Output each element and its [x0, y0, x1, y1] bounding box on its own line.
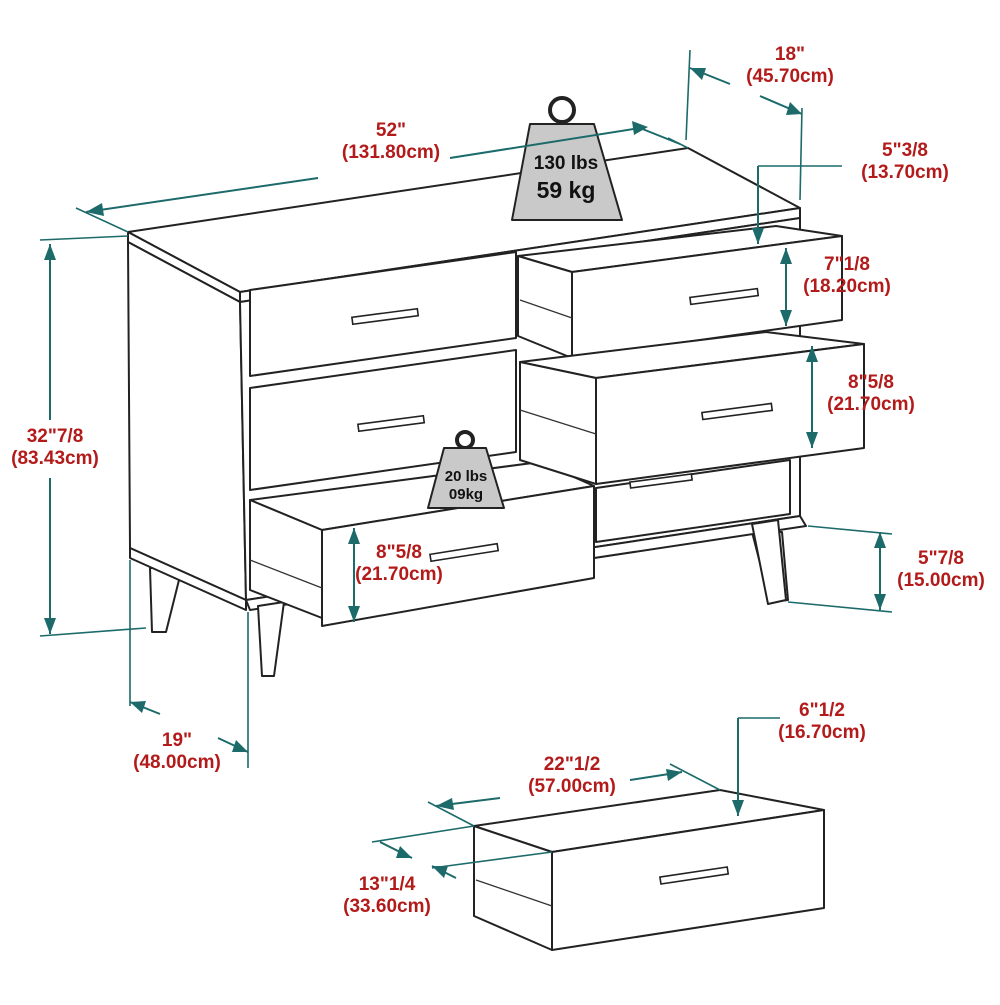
mid-drawer-height-label: 8"5/8 (21.70cm) [827, 372, 915, 415]
top-capacity-label: 130 lbs 59 kg [533, 153, 599, 203]
dresser [127, 147, 865, 677]
width-label: 52" (131.80cm) [341, 120, 441, 163]
dimension-lines [39, 49, 893, 879]
handle-left-top [350, 307, 420, 326]
drawer-right-bottom [595, 459, 791, 543]
dresser-side-panel [127, 241, 247, 601]
inner-depth-label: 5"3/8 (13.70cm) [861, 140, 949, 183]
front-right-leg [751, 519, 787, 605]
leg-spread-label: 19" (48.00cm) [133, 730, 221, 773]
front-left-leg [257, 601, 285, 677]
bottom-drawer-height-label: 8"5/8 (21.70cm) [355, 542, 443, 585]
height-label: 32"7/8 (83.43cm) [11, 426, 99, 469]
standalone-drawer-handle [659, 866, 730, 885]
weight-icon-20 [427, 430, 505, 509]
top-drawer-height-label: 7"1/8 (18.20cm) [803, 254, 891, 297]
handle-right-middle [701, 402, 774, 421]
handle-left-bottom [429, 542, 500, 563]
drawer-height-label: 6"1/2 (16.70cm) [778, 700, 866, 743]
drawer-capacity-label: 20 lbs 09kg [444, 468, 488, 503]
drawer-depth-label: 13"1/4 (33.60cm) [343, 874, 431, 917]
handle-right-top [689, 287, 760, 306]
weight-icon-130 [511, 96, 623, 221]
drawer-width-label: 22"1/2 (57.00cm) [528, 754, 616, 797]
handle-left-middle [356, 414, 426, 433]
handle-right-bottom [628, 473, 694, 489]
depth-label: 18" (45.70cm) [746, 44, 834, 87]
standalone-drawer [473, 789, 825, 951]
dresser-base-side [129, 547, 247, 611]
leg-height-label: 5"7/8 (15.00cm) [897, 548, 985, 591]
